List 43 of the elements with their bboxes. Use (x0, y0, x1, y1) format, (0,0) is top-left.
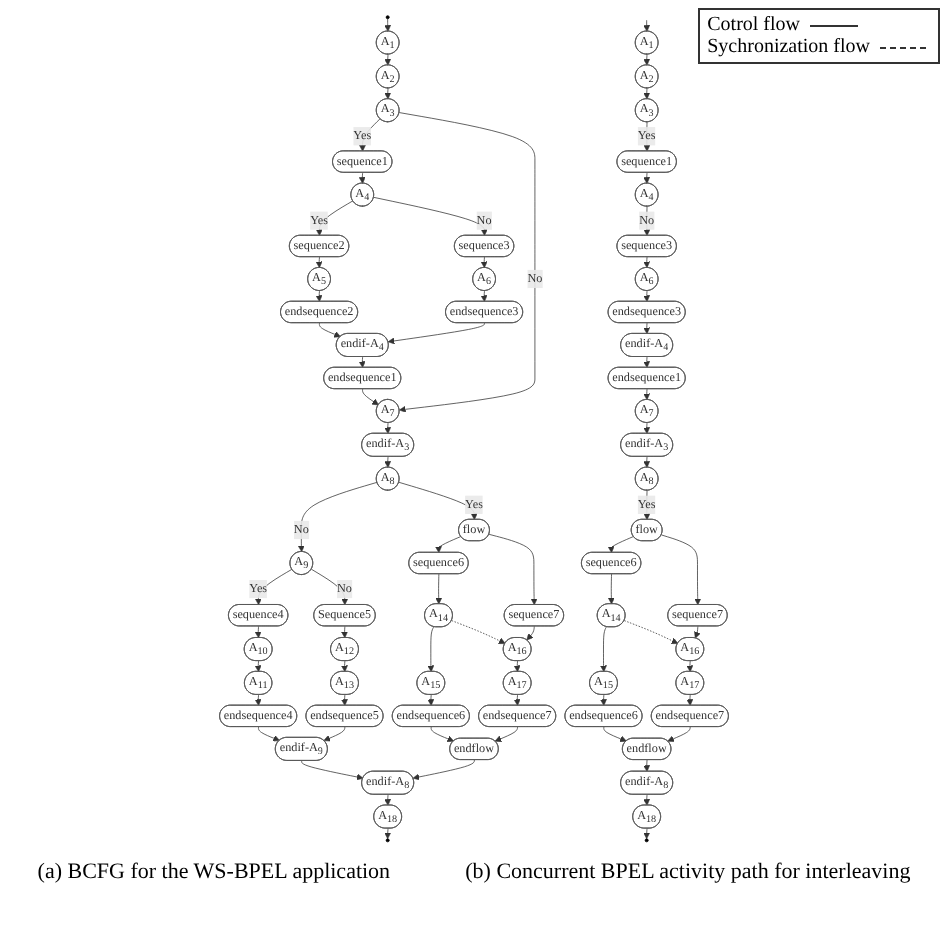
legend-label: Sychronization flow (707, 36, 870, 58)
arrow (643, 19, 650, 32)
arrow (480, 256, 488, 269)
arrow (341, 660, 348, 672)
arrow (341, 694, 348, 706)
arrow (600, 694, 607, 706)
arrow (254, 694, 262, 706)
arrow (358, 172, 366, 184)
arrow (643, 87, 650, 100)
arrow (686, 660, 694, 672)
arrow (513, 660, 521, 672)
arrow (315, 256, 323, 269)
arrow (384, 828, 392, 840)
legend-label: Cotrol flow (707, 14, 801, 36)
figure-caption: (b) Concurrent BPEL activity path for interleaving (465, 860, 911, 884)
arrow (643, 256, 650, 269)
arrow (427, 694, 435, 706)
arrow (643, 422, 650, 434)
node-circle (385, 838, 390, 843)
figure-caption: (a) BCFG for the WS-BPEL application (37, 860, 391, 884)
arrow (384, 54, 391, 66)
arrow (643, 794, 650, 806)
node-circle (644, 838, 649, 843)
arrow (643, 828, 651, 840)
arrow (686, 694, 694, 706)
node-circle (385, 15, 390, 20)
arrow (358, 356, 366, 368)
arrow (643, 322, 650, 335)
arrow (643, 54, 650, 66)
arrow (384, 87, 391, 100)
arrow (513, 694, 521, 706)
arrow (384, 794, 391, 806)
arrow (384, 456, 391, 468)
arrow (643, 356, 650, 368)
arrow (643, 388, 650, 401)
arrow (643, 290, 650, 302)
arrow (643, 456, 650, 468)
arrow (384, 422, 391, 434)
arrow (480, 290, 488, 302)
arrow (315, 290, 323, 302)
arrow (643, 759, 650, 772)
arrow (254, 660, 262, 672)
arrow (643, 172, 650, 184)
